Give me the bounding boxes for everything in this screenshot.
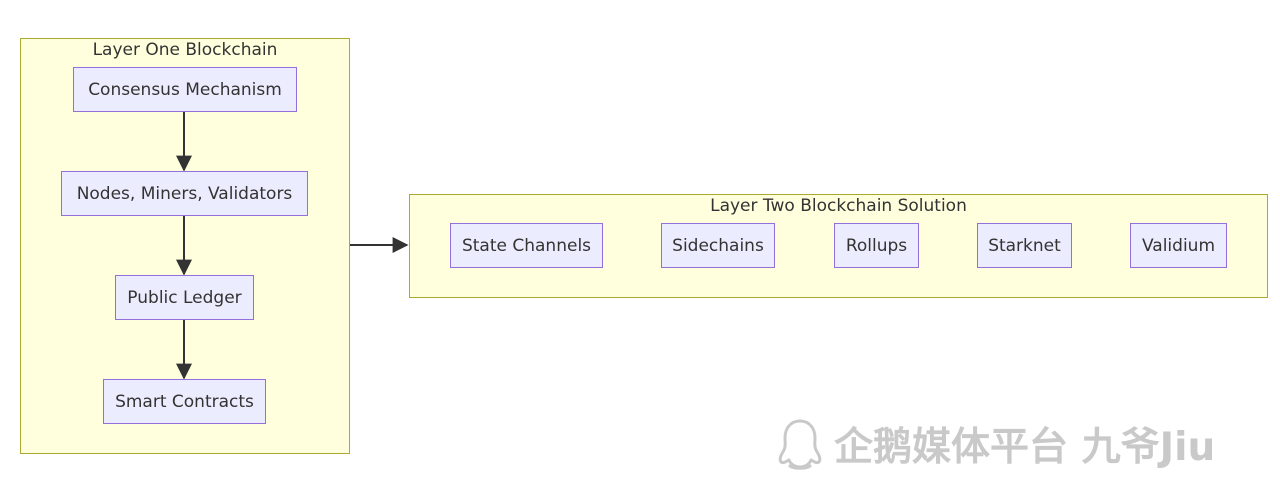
penguin-logo-icon xyxy=(778,419,822,470)
watermark: 企鹅媒体平台 九爷Jiu xyxy=(776,418,1215,470)
node-state-channels: State Channels xyxy=(450,223,603,268)
node-starknet: Starknet xyxy=(977,223,1072,268)
node-public-ledger: Public Ledger xyxy=(115,275,254,320)
node-rollups: Rollups xyxy=(834,223,919,268)
node-validium: Validium xyxy=(1130,223,1227,268)
node-sidechains: Sidechains xyxy=(661,223,775,268)
node-nodes-miners-validators: Nodes, Miners, Validators xyxy=(61,171,308,216)
layer-two-title: Layer Two Blockchain Solution xyxy=(710,196,967,216)
watermark-text: 企鹅媒体平台 九爷Jiu xyxy=(834,425,1216,470)
layer-one-title: Layer One Blockchain xyxy=(92,40,278,60)
node-smart-contracts: Smart Contracts xyxy=(103,379,266,424)
node-consensus-mechanism: Consensus Mechanism xyxy=(73,67,297,112)
